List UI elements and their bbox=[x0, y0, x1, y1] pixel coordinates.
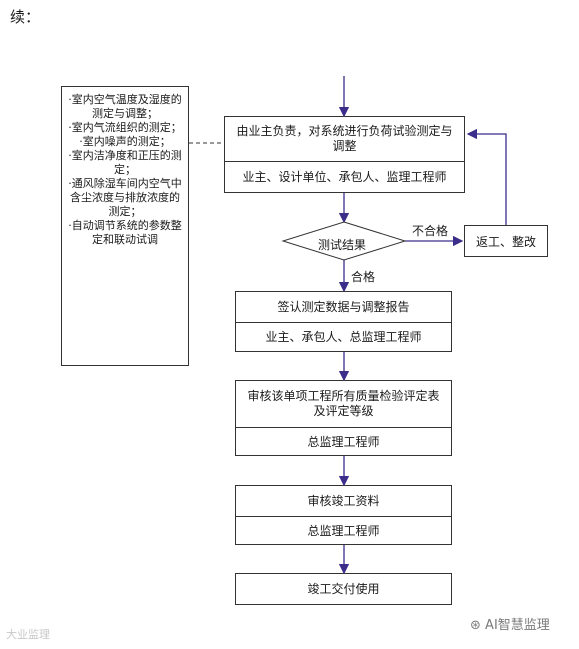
divider bbox=[236, 322, 451, 323]
step3-box: 审核该单项工程所有质量检验评定表及评定等级 总监理工程师 bbox=[235, 380, 452, 456]
left-watermark: 大业监理 bbox=[6, 628, 50, 641]
fail-label: 不合格 bbox=[412, 224, 449, 238]
step3-title: 审核该单项工程所有质量检验评定表及评定等级 bbox=[247, 389, 440, 418]
step1-title: 由业主负责，对系统进行负荷试验测定与调整 bbox=[236, 124, 453, 153]
list-item: ·通风除湿车间内空气中含尘浓度与排放浓度的测定； bbox=[68, 177, 182, 218]
divider bbox=[225, 161, 464, 162]
list-item: ·室内气流组织的测定； bbox=[68, 121, 182, 134]
list-item: ·室内洁净度和正压的测定； bbox=[68, 149, 182, 176]
arrow-rework-back bbox=[466, 128, 507, 225]
list-item: ·室内空气温度及湿度的测定与调整； bbox=[68, 93, 182, 120]
measurement-items-list: ·室内空气温度及湿度的测定与调整； ·室内气流组织的测定； ·室内噪声的测定； … bbox=[62, 87, 188, 247]
step1-responsible: 业主、设计单位、承包人、监理工程师 bbox=[242, 170, 447, 184]
step5-title: 竣工交付使用 bbox=[307, 581, 380, 596]
step2-responsible: 业主、承包人、总监理工程师 bbox=[265, 330, 422, 344]
list-item: ·室内噪声的测定； bbox=[79, 135, 171, 148]
rework-box: 返工、整改 bbox=[464, 225, 548, 257]
right-watermark: ⊛ AI智慧监理 bbox=[470, 614, 550, 633]
continued-label: 续： bbox=[10, 8, 41, 26]
divider bbox=[236, 516, 451, 517]
list-item: ·自动调节系统的参数整定和联动试调 bbox=[68, 219, 182, 246]
chat-bubble-icon: ⊛ bbox=[470, 618, 481, 633]
step1-box: 由业主负责，对系统进行负荷试验测定与调整 业主、设计单位、承包人、监理工程师 bbox=[224, 116, 465, 193]
step3-responsible: 总监理工程师 bbox=[307, 434, 380, 449]
step2-box: 签认测定数据与调整报告 业主、承包人、总监理工程师 bbox=[235, 291, 452, 352]
pass-label: 合格 bbox=[351, 270, 376, 284]
step4-responsible: 总监理工程师 bbox=[307, 523, 380, 538]
right-watermark-text: AI智慧监理 bbox=[485, 618, 550, 633]
step5-box: 竣工交付使用 bbox=[235, 573, 452, 605]
decision-diamond bbox=[281, 221, 407, 261]
divider bbox=[236, 427, 451, 428]
measurement-items-box: ·室内空气温度及湿度的测定与调整； ·室内气流组织的测定； ·室内噪声的测定； … bbox=[61, 86, 189, 366]
decision-label: 测试结果 bbox=[317, 238, 366, 252]
step4-title: 审核竣工资料 bbox=[307, 493, 380, 508]
step2-title: 签认测定数据与调整报告 bbox=[277, 299, 410, 314]
step4-box: 审核竣工资料 总监理工程师 bbox=[235, 485, 452, 545]
